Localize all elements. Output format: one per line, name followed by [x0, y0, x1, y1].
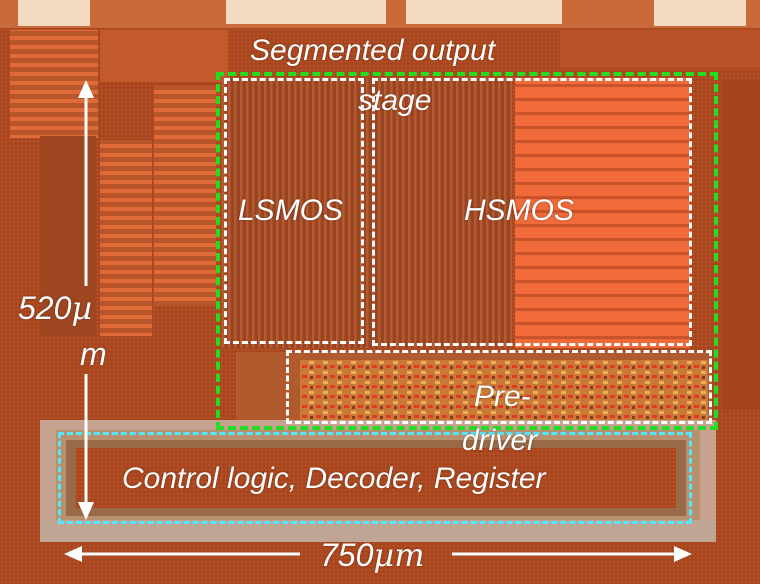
predriver-label-line2: driver	[462, 424, 538, 457]
segmented-label-line2: stage	[358, 84, 432, 117]
height-dimension-unit: m	[80, 336, 107, 372]
width-number: 750	[320, 537, 374, 573]
height-dimension-label: 520µ	[18, 290, 92, 326]
width-arrowhead-left	[64, 546, 82, 562]
width-dimension-label: 750µm	[320, 536, 425, 574]
predriver-box	[286, 350, 712, 424]
control-logic-label: Control logic, Decoder, Register	[122, 462, 546, 495]
predriver-label-line1: Pre-	[474, 380, 531, 413]
hsmos-label: HSMOS	[464, 194, 575, 227]
segmented-output-stage-label: Segmented output	[250, 34, 495, 68]
segmented-label-line1: Segmented output	[250, 34, 496, 67]
hsmos-box	[372, 78, 692, 346]
segmented-output-stage-box	[216, 72, 718, 430]
lsmos-label: LSMOS	[238, 194, 344, 227]
height-mu: µ	[71, 289, 93, 327]
height-arrowhead-bottom	[78, 502, 94, 520]
width-arrowhead-right	[674, 546, 692, 562]
lsmos-box	[224, 78, 364, 344]
height-arrowhead-top	[78, 80, 94, 98]
width-unit: µm	[373, 536, 425, 574]
height-number: 520	[18, 290, 72, 326]
control-logic-box	[58, 432, 692, 524]
